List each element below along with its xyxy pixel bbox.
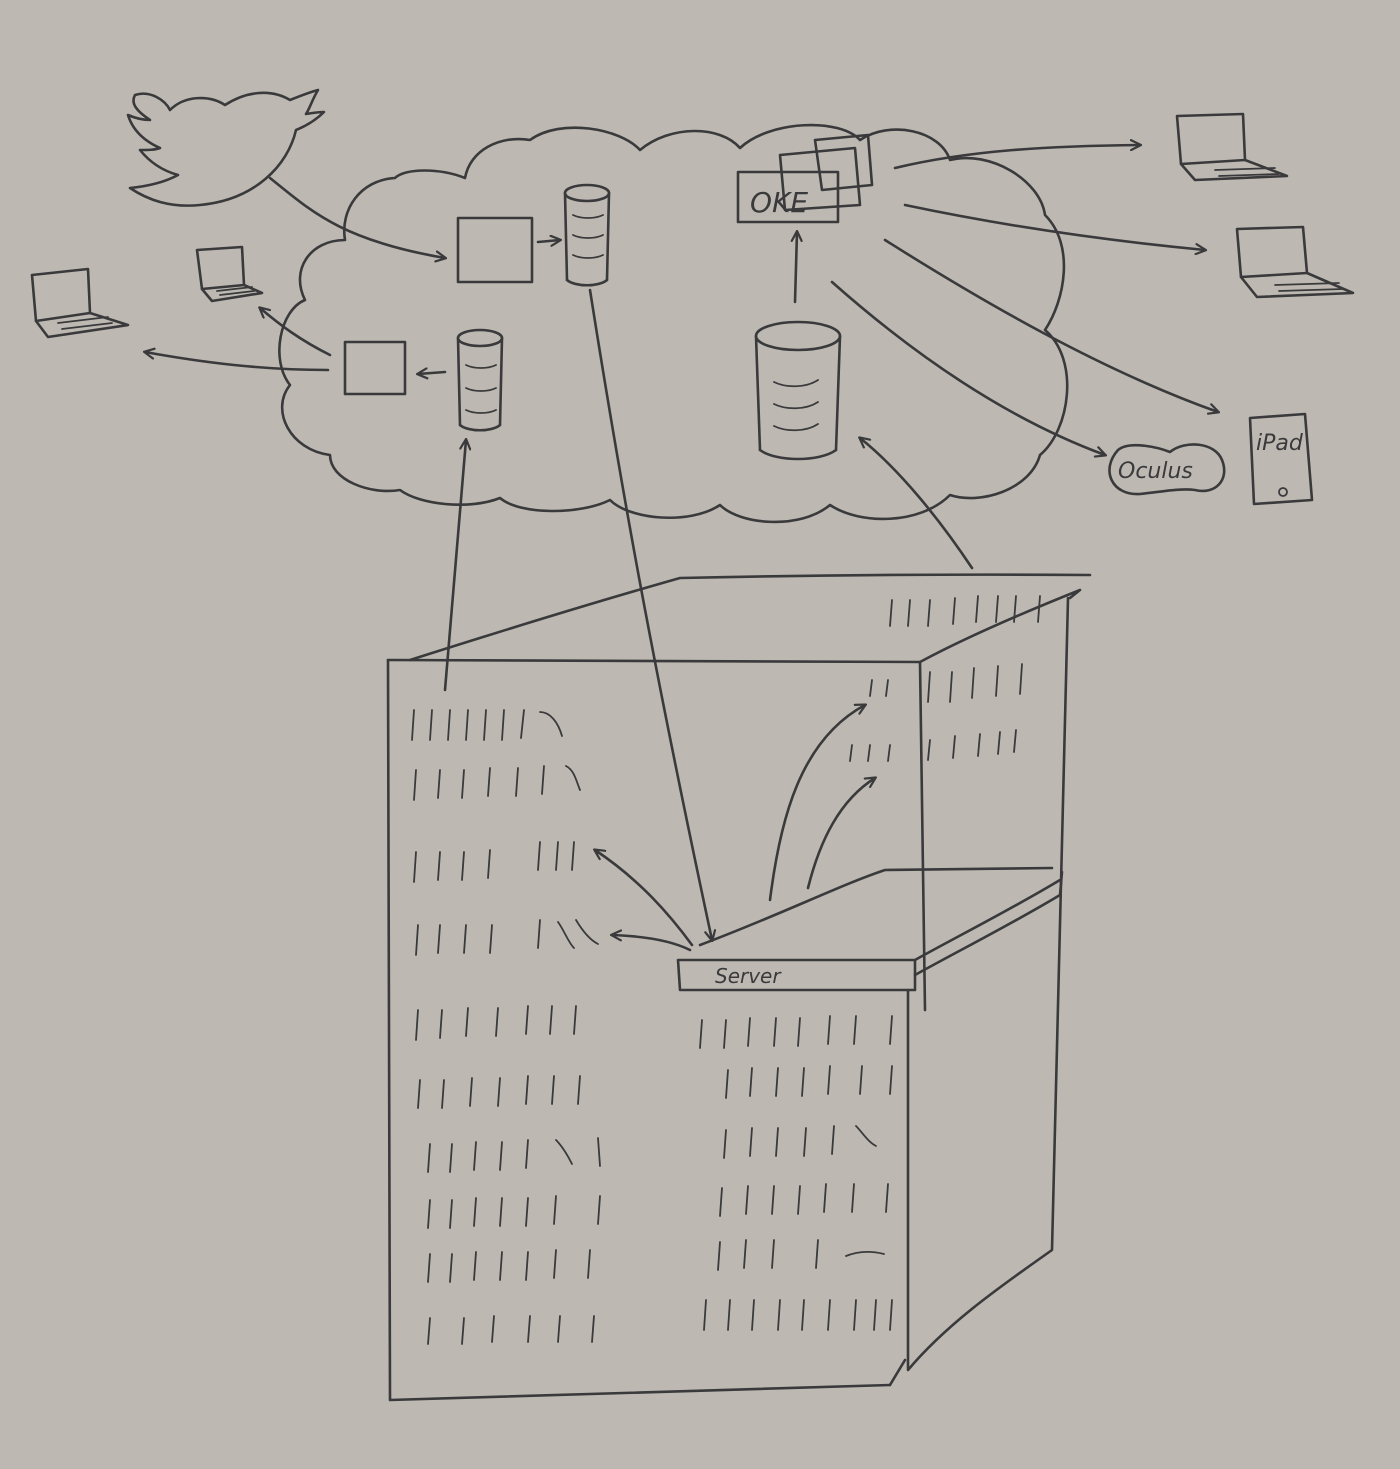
oke-to-oculus-arrow (830, 280, 1105, 455)
db-to-publish-arrow (418, 372, 447, 374)
publish-server-box (343, 340, 407, 396)
building-to-db-arrow (443, 440, 466, 692)
bird-to-ingest-arrow (268, 176, 445, 258)
oke-label: OKE (750, 186, 808, 219)
database-icon (456, 328, 504, 432)
publish-to-laptop-arrow (145, 352, 330, 372)
database-icon (754, 320, 842, 461)
vr-headset-icon: Oculus (1108, 443, 1226, 496)
building-windows (411, 595, 1041, 1345)
laptop-icon (195, 245, 264, 303)
server-to-floor-arrow (806, 778, 875, 890)
laptop-icon (1235, 225, 1355, 299)
oke-cards: OKE (736, 133, 874, 224)
twitter-bird-icon (126, 88, 326, 207)
oculus-label: Oculus (1118, 459, 1193, 484)
server-to-floor-arrow (595, 850, 694, 947)
datacenter-building-icon: Server (386, 573, 1092, 1402)
laptop-icon (30, 267, 130, 339)
building-db-sync-arrow (860, 438, 974, 570)
db-to-oke-arrow (795, 232, 797, 304)
cloud-icon (278, 123, 1069, 524)
publish-to-laptop-arrow (260, 308, 332, 357)
database-icon (563, 183, 611, 287)
ingest-server-box (456, 216, 534, 284)
server-to-floor-arrow (612, 935, 692, 952)
server-to-floor-arrow (768, 705, 865, 902)
oke-to-ipad-arrow (883, 238, 1218, 412)
ingest-to-db-arrow (536, 240, 560, 242)
server-label: Server (715, 964, 782, 988)
ipad-label: iPad (1256, 431, 1304, 456)
laptop-icon (1175, 112, 1289, 182)
db-to-server-arrow (588, 288, 712, 940)
oke-to-laptop-arrow (893, 145, 1140, 170)
tablet-icon: iPad (1248, 412, 1314, 506)
oke-to-laptop-arrow (903, 203, 1205, 250)
